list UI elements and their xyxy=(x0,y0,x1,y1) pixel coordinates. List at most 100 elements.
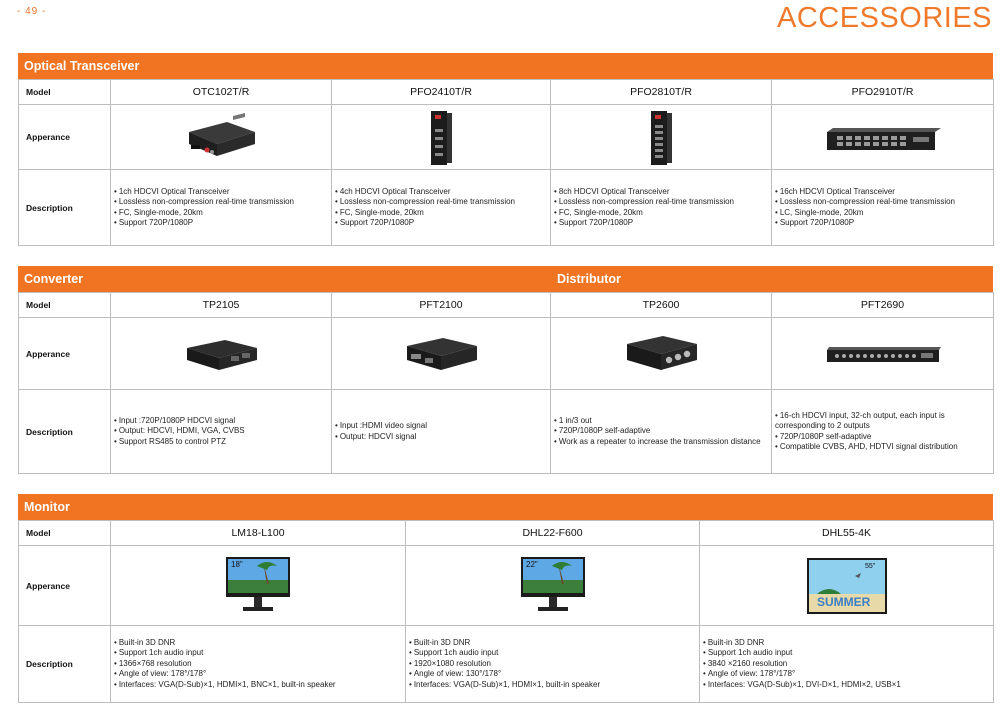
spec-item: Built-in 3D DNR xyxy=(409,638,699,649)
product-image-cell: 22" xyxy=(405,545,700,626)
din-rail-transceiver-image xyxy=(431,111,452,165)
row-label-description: Description xyxy=(18,169,111,246)
spec-item: Angle of view: 178°/178° xyxy=(114,669,405,680)
spec-item: Support 720P/1080P xyxy=(335,218,550,229)
model-row: Model OTC102T/R PFO2410T/R PFO2810T/R PF… xyxy=(18,79,994,105)
spec-item: Built-in 3D DNR xyxy=(114,638,405,649)
model-name: DHL22-F600 xyxy=(405,520,700,546)
description-row: Description Built-in 3D DNR Support 1ch … xyxy=(18,625,994,703)
model-name: PFT2690 xyxy=(771,292,994,318)
spec-item: Support 1ch audio input xyxy=(703,648,993,659)
product-image-cell xyxy=(110,317,332,390)
product-description: Input :720P/1080P HDCVI signal Output: H… xyxy=(110,389,332,474)
spec-item: FC, Single-mode, 20km xyxy=(554,208,771,219)
page-title: ACCESSORIES xyxy=(777,2,992,34)
spec-item: Built-in 3D DNR xyxy=(703,638,993,649)
spec-item: 1920×1080 resolution xyxy=(409,659,699,670)
spec-item: 1 in/3 out xyxy=(554,416,771,427)
spec-item: Interfaces: VGA(D-Sub)×1, HDMI×1, BNC×1,… xyxy=(114,680,405,691)
row-label-appearance: Apperance xyxy=(18,545,111,626)
section-header-optical: Optical Transceiver xyxy=(18,53,993,79)
spec-item: 4ch HDCVI Optical Transceiver xyxy=(335,187,550,198)
monitor-table: Model LM18-L100 DHL22-F600 DHL55-4K Appe… xyxy=(18,520,994,703)
din-rail-transceiver-image xyxy=(651,111,672,165)
spec-item: Lossless non-compression real-time trans… xyxy=(335,197,550,208)
spec-item: Support 720P/1080P xyxy=(554,218,771,229)
section-header-monitor: Monitor xyxy=(18,494,993,520)
spec-item: 16-ch HDCVI input, 32-ch output, each in… xyxy=(775,411,993,432)
spec-item: 720P/1080P self-adaptive xyxy=(775,432,993,443)
product-image-cell xyxy=(331,317,551,390)
converter-table: Model TP2105 PFT2100 TP2600 PFT2690 Appe… xyxy=(18,292,994,474)
model-row: Model TP2105 PFT2100 TP2600 PFT2690 xyxy=(18,292,994,318)
converter-distributor-section: Converter Distributor Model TP2105 PFT21… xyxy=(18,266,994,474)
model-row: Model LM18-L100 DHL22-F600 DHL55-4K xyxy=(18,520,994,546)
large-display-image: 55" SUMMER xyxy=(806,557,887,614)
spec-item: Angle of view: 178°/178° xyxy=(703,669,993,680)
optical-table: Model OTC102T/R PFO2410T/R PFO2810T/R PF… xyxy=(18,79,994,246)
section-title: Distributor xyxy=(557,272,621,286)
model-name: LM18-L100 xyxy=(110,520,406,546)
spec-item: Lossless non-compression real-time trans… xyxy=(775,197,993,208)
spec-item: FC, Single-mode, 20km xyxy=(335,208,550,219)
product-description: Built-in 3D DNR Support 1ch audio input … xyxy=(405,625,700,703)
product-image-cell xyxy=(331,104,551,170)
spec-item: 1366×768 resolution xyxy=(114,659,405,670)
row-label-appearance: Apperance xyxy=(18,104,111,170)
product-image-cell: 55" SUMMER xyxy=(699,545,994,626)
transceiver-image xyxy=(189,113,255,156)
spec-item: Compatible CVBS, AHD, HDTVI signal distr… xyxy=(775,442,993,453)
screen-promo-text: SUMMER xyxy=(817,595,871,609)
spec-item: Support 1ch audio input xyxy=(409,648,699,659)
row-label-model: Model xyxy=(18,79,111,105)
model-name: PFO2410T/R xyxy=(331,79,551,105)
product-image-cell xyxy=(110,104,332,170)
screen-size-label: 18" xyxy=(231,560,243,569)
row-label-description: Description xyxy=(18,389,111,474)
description-row: Description 1ch HDCVI Optical Transceive… xyxy=(18,169,994,246)
model-name: PFO2810T/R xyxy=(550,79,772,105)
product-description: 16ch HDCVI Optical Transceiver Lossless … xyxy=(771,169,994,246)
spec-item: Angle of view: 130°/178° xyxy=(409,669,699,680)
spec-item: 8ch HDCVI Optical Transceiver xyxy=(554,187,771,198)
appearance-row: Apperance 18" xyxy=(18,545,994,626)
spec-item: Support 720P/1080P xyxy=(775,218,993,229)
spec-item: Support 720P/1080P xyxy=(114,218,331,229)
section-title: Monitor xyxy=(24,500,70,514)
row-label-description: Description xyxy=(18,625,111,703)
product-description: 16-ch HDCVI input, 32-ch output, each in… xyxy=(771,389,994,474)
spec-item: Output: HDCVI, HDMI, VGA, CVBS xyxy=(114,426,331,437)
spec-item: 1ch HDCVI Optical Transceiver xyxy=(114,187,331,198)
optical-transceiver-section: Optical Transceiver Model OTC102T/R PFO2… xyxy=(18,53,994,246)
product-image-cell xyxy=(771,104,994,170)
product-description: Built-in 3D DNR Support 1ch audio input … xyxy=(110,625,406,703)
row-label-appearance: Apperance xyxy=(18,317,111,390)
model-name: DHL55-4K xyxy=(699,520,994,546)
product-image-cell xyxy=(550,317,772,390)
model-name: PFT2100 xyxy=(331,292,551,318)
spec-item: Interfaces: VGA(D-Sub)×1, HDMI×1, built-… xyxy=(409,680,699,691)
spec-item: Input :HDMI video signal xyxy=(335,421,550,432)
spec-item: Lossless non-compression real-time trans… xyxy=(114,197,331,208)
product-description: 1ch HDCVI Optical Transceiver Lossless n… xyxy=(110,169,332,246)
model-name: TP2600 xyxy=(550,292,772,318)
rack-transceiver-image xyxy=(826,128,941,150)
section-header-converter: Converter Distributor xyxy=(18,266,993,292)
spec-item: Support 1ch audio input xyxy=(114,648,405,659)
spec-item: Lossless non-compression real-time trans… xyxy=(554,197,771,208)
description-row: Description Input :720P/1080P HDCVI sign… xyxy=(18,389,994,474)
product-image-cell xyxy=(771,317,994,390)
screen-size-label: 55" xyxy=(865,563,876,570)
appearance-row: Apperance xyxy=(18,317,994,390)
page-number: - 49 - xyxy=(17,6,47,17)
row-label-model: Model xyxy=(18,520,111,546)
spec-item: 3840 ×2160 resolution xyxy=(703,659,993,670)
rack-distributor-image xyxy=(826,346,941,362)
spec-item: Interfaces: VGA(D-Sub)×1, DVI-D×1, HDMI×… xyxy=(703,680,993,691)
monitor-section: Monitor Model LM18-L100 DHL22-F600 DHL55… xyxy=(18,494,994,703)
product-description: Input :HDMI video signal Output: HDCVI s… xyxy=(331,389,551,474)
spec-item: Output: HDCVI signal xyxy=(335,432,550,443)
monitor-image: 22" xyxy=(520,556,585,611)
spec-item: Work as a repeater to increase the trans… xyxy=(554,437,771,448)
monitor-image: 18" xyxy=(226,556,290,611)
